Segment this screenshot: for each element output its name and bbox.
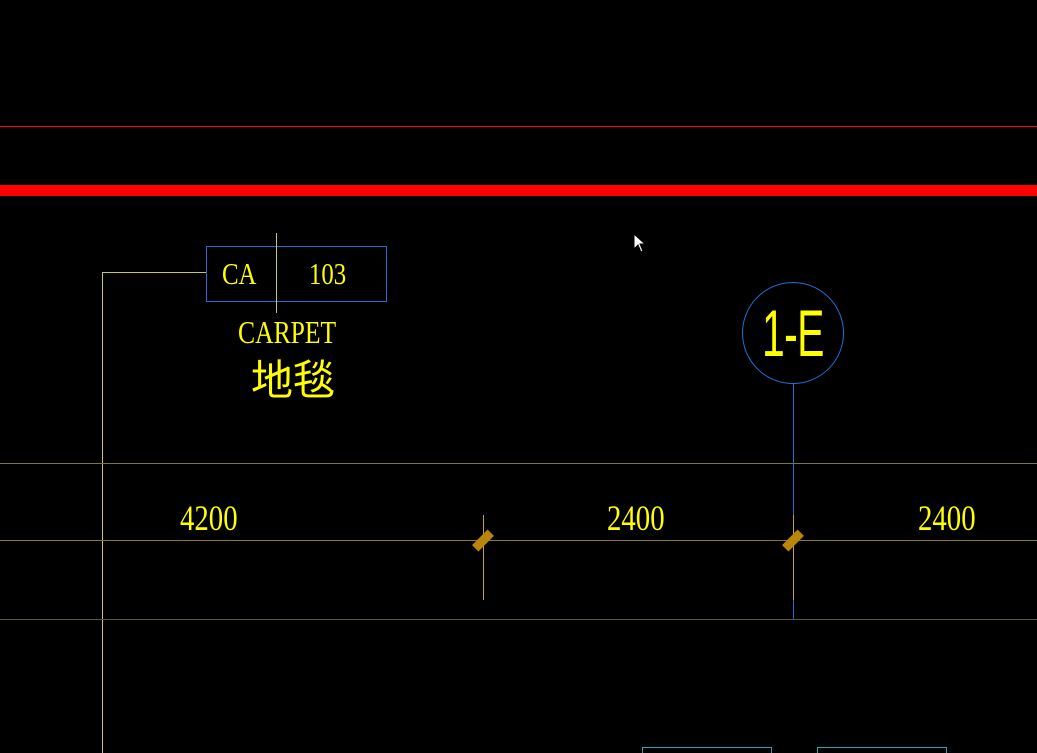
cyan-box-left (642, 747, 772, 753)
leader-line-vertical (102, 272, 103, 753)
grid-bubble[interactable]: 1-E (742, 282, 844, 384)
arrow-cursor-icon (633, 233, 647, 253)
extension-line-2 (793, 515, 794, 600)
material-name-chinese: 地毯 (251, 359, 336, 405)
dimension-text-3: 2400 (918, 498, 976, 538)
material-tag-box[interactable] (206, 246, 387, 302)
grid-bubble-label: 1-E (762, 296, 824, 370)
red-thin-line (0, 126, 1037, 127)
dimension-line (0, 540, 1037, 541)
material-name-english: CARPET (238, 314, 337, 350)
material-tag-divider (276, 233, 277, 313)
olive-line-upper (0, 463, 1037, 464)
grid-line-1-E (793, 384, 794, 619)
extension-line-1 (483, 515, 484, 600)
cyan-box-right (817, 747, 947, 753)
red-thick-line (0, 185, 1037, 196)
material-tag-code: CA (222, 256, 257, 291)
dimension-text-1: 4200 (180, 498, 238, 538)
leader-line-horizontal (102, 272, 207, 273)
olive-line-lower (0, 619, 1037, 620)
material-tag-number: 103 (309, 256, 347, 291)
dimension-text-2: 2400 (607, 498, 665, 538)
